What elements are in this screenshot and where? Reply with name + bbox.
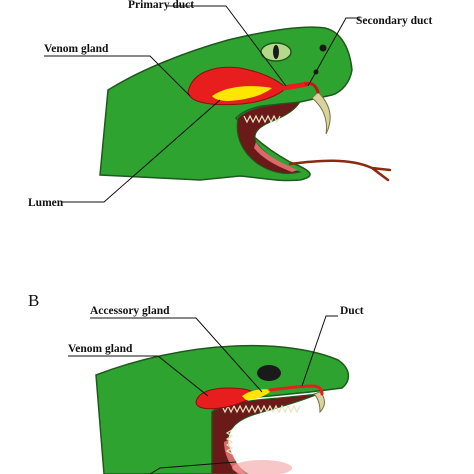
mouth-glow-b [232, 460, 292, 474]
leader-venom-gland-a [44, 55, 191, 97]
upper-teeth-b [221, 404, 301, 414]
leader-venom-gland-b [68, 355, 209, 397]
label-primary-duct: Primary duct [128, 0, 194, 11]
primary-duct-a [281, 81, 309, 91]
pupil-a [273, 45, 279, 59]
label-secondary-duct: Secondary duct [356, 15, 433, 27]
leader-lumen [62, 99, 221, 203]
lumen-a [212, 86, 272, 101]
leader-secondary-duct [307, 17, 360, 87]
leader-primary-duct [168, 5, 287, 87]
fang-a [311, 91, 331, 135]
duct-b [268, 384, 324, 396]
label-venom-gland-a: Venom gland [44, 43, 109, 55]
label-duct: Duct [340, 305, 364, 317]
fang-b [313, 391, 325, 414]
eye-b [257, 365, 281, 381]
secondary-duct-a [304, 82, 320, 94]
label-accessory-gland: Accessory gland [90, 305, 170, 317]
lower-gum-b [224, 440, 246, 474]
tongue-a [288, 159, 392, 182]
accessory-gland-b [242, 389, 272, 400]
panel-a: Primary duct Secondary duct Venom gland … [28, 0, 433, 209]
lower-teeth-b [225, 429, 234, 455]
lower-gum-a [254, 142, 298, 172]
nostril-a [319, 44, 327, 52]
leader-lower-b [149, 461, 237, 474]
upper-teeth-a [243, 114, 281, 124]
mouth-interior-a [236, 101, 302, 175]
label-venom-gland-b: Venom gland [68, 343, 133, 355]
leader-duct [301, 315, 338, 387]
panel-letter-b: B [28, 291, 39, 310]
panel-b: B Accessory gland Duct Venom gland [28, 291, 364, 474]
leader-accessory-gland [90, 317, 263, 393]
label-lumen: Lumen [28, 197, 64, 209]
